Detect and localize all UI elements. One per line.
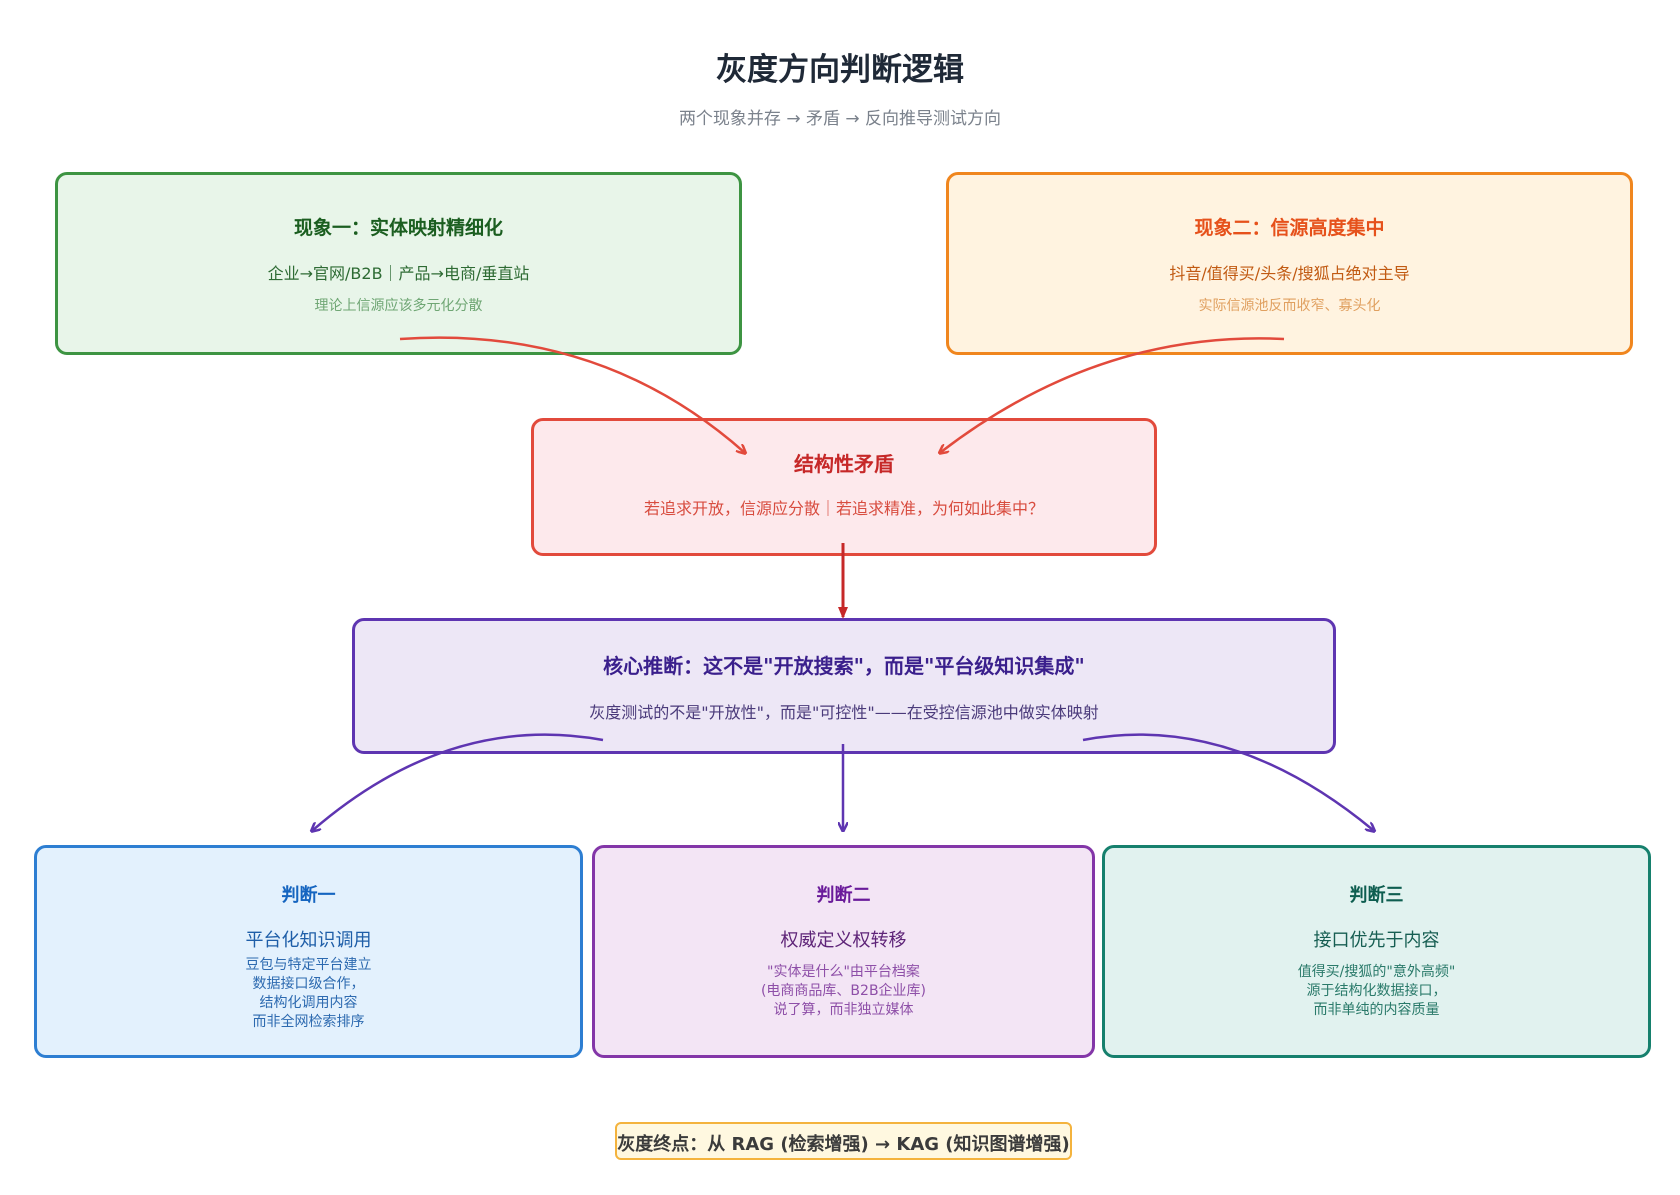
judgment-three-desc-line: 值得买/搜狐的"意外高频" (1297, 964, 1456, 980)
contradiction-line1: 若追求开放，信源应分散｜若追求精准，为何如此集中？ (643, 499, 1044, 518)
contradiction-title: 结构性矛盾 (794, 452, 894, 476)
judgment-one-box: 判断一 平台化知识调用 豆包与特定平台建立 数据接口级合作， 结构化调用内容 而… (34, 845, 583, 1058)
judgment-three-subtitle: 接口优先于内容 (1313, 930, 1440, 951)
arrow-core-to-judgment-three (1082, 733, 1373, 830)
phenomenon-one-line2: 理论上信源应该多元化分散 (314, 298, 483, 314)
judgment-one-desc-line: 数据接口级合作， (252, 976, 365, 992)
judgment-two-desc: "实体是什么"由平台档案 (电商商品库、B2B企业库) 说了算，而非独立媒体 (595, 963, 1092, 1020)
conclusion-box: 灰度终点：从 RAG (检索增强) → KAG (知识图谱增强) (615, 1122, 1072, 1160)
phenomenon-one-title: 现象一：实体映射精细化 (293, 217, 503, 239)
arrow-phenomenon-two-to-contradiction (941, 337, 1285, 452)
contradiction-box: 结构性矛盾 若追求开放，信源应分散｜若追求精准，为何如此集中？ (531, 418, 1157, 556)
phenomenon-one-box: 现象一：实体映射精细化 企业→官网/B2B｜产品→电商/垂直站 理论上信源应该多… (55, 172, 742, 355)
conclusion-text: 灰度终点：从 RAG (检索增强) → KAG (知识图谱增强) (617, 1134, 1070, 1155)
arrow-core-to-judgment-one (313, 733, 604, 830)
judgment-one-title: 判断一 (281, 885, 336, 906)
phenomenon-two-line1: 抖音/值得买/头条/搜狐占绝对主导 (1169, 264, 1410, 283)
judgment-one-desc-line: 结构化调用内容 (259, 995, 358, 1011)
phenomenon-two-line2: 实际信源池反而收窄、寡头化 (1198, 298, 1381, 314)
judgment-three-desc: 值得买/搜狐的"意外高频" 源于结构化数据接口， 而非单纯的内容质量 (1105, 963, 1648, 1020)
judgment-three-desc-line: 源于结构化数据接口， (1306, 983, 1447, 999)
phenomenon-two-title: 现象二：信源高度集中 (1194, 217, 1385, 239)
core-inference-box: 核心推断：这不是"开放搜索"，而是"平台级知识集成" 灰度测试的不是"开放性"，… (352, 618, 1336, 754)
phenomenon-two-box: 现象二：信源高度集中 抖音/值得买/头条/搜狐占绝对主导 实际信源池反而收窄、寡… (946, 172, 1633, 355)
page-subtitle: 两个现象并存 → 矛盾 → 反向推导测试方向 (678, 109, 1002, 129)
core-inference-title: 核心推断：这不是"开放搜索"，而是"平台级知识集成" (603, 654, 1085, 678)
phenomenon-one-line1: 企业→官网/B2B｜产品→电商/垂直站 (267, 264, 530, 283)
judgment-two-subtitle: 权威定义权转移 (780, 930, 907, 951)
judgment-two-desc-line: "实体是什么"由平台档案 (767, 964, 920, 980)
judgment-one-desc-line: 而非全网检索排序 (252, 1014, 365, 1030)
arrow-phenomenon-one-to-contradiction (399, 336, 744, 452)
judgment-three-box: 判断三 接口优先于内容 值得买/搜狐的"意外高频" 源于结构化数据接口， 而非单… (1102, 845, 1651, 1058)
judgment-two-desc-line: 说了算，而非独立媒体 (773, 1002, 914, 1018)
page-title: 灰度方向判断逻辑 (716, 52, 964, 88)
judgment-three-desc-line: 而非单纯的内容质量 (1313, 1002, 1440, 1018)
judgment-two-box: 判断二 权威定义权转移 "实体是什么"由平台档案 (电商商品库、B2B企业库) … (592, 845, 1095, 1058)
judgment-one-desc-line: 豆包与特定平台建立 (245, 957, 372, 973)
judgment-one-desc: 豆包与特定平台建立 数据接口级合作， 结构化调用内容 而非全网检索排序 (37, 956, 580, 1032)
judgment-two-desc-line: (电商商品库、B2B企业库) (760, 983, 927, 999)
judgment-two-title: 判断二 (816, 885, 871, 906)
judgment-one-subtitle: 平台化知识调用 (245, 930, 372, 951)
core-inference-line1: 灰度测试的不是"开放性"，而是"可控性"——在受控信源池中做实体映射 (589, 703, 1099, 722)
judgment-three-title: 判断三 (1349, 885, 1404, 906)
